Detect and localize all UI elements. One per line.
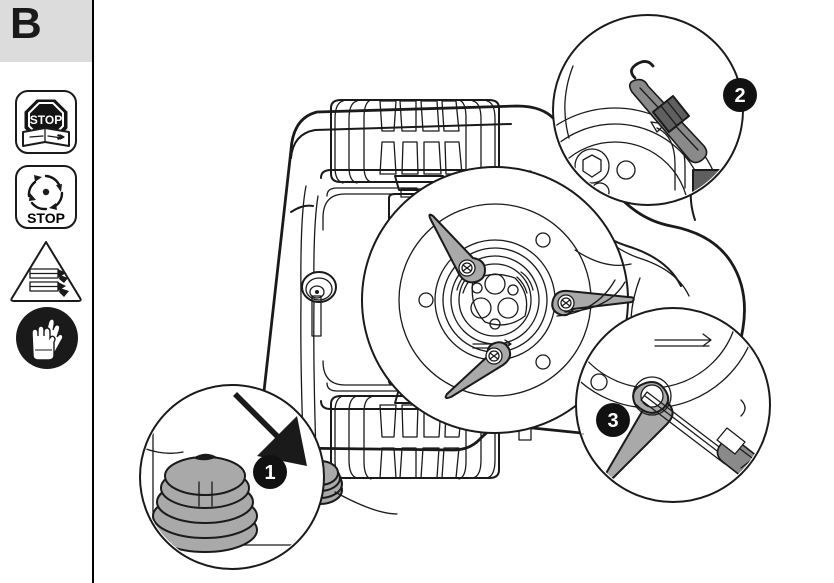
figure-letter: B xyxy=(10,0,42,48)
callout-1-knob xyxy=(152,453,258,553)
stop-rotating-blades-pictogram: STOP xyxy=(12,163,80,233)
mower-illustration: 1 xyxy=(95,0,834,583)
stop-read-manual-pictogram: STOP xyxy=(12,88,80,158)
blade-disc xyxy=(361,166,629,434)
blade xyxy=(444,341,512,399)
manual-book-icon xyxy=(22,127,70,147)
illustration-canvas: 1 xyxy=(139,14,771,570)
stop-caption: STOP xyxy=(27,210,65,226)
sidebar-divider xyxy=(92,0,94,583)
wear-protective-gloves-pictogram xyxy=(12,303,82,373)
sidebar: B STOP xyxy=(0,0,94,583)
blade xyxy=(551,289,635,317)
disc-hole xyxy=(418,292,434,308)
blade-center-dot xyxy=(42,188,50,196)
blade-disc-hub xyxy=(470,273,528,330)
leader-lines xyxy=(334,249,632,515)
callout-1-badge xyxy=(253,455,287,489)
callout-1: 1 xyxy=(139,384,325,570)
gloves-icon xyxy=(31,318,64,361)
stop-text: STOP xyxy=(30,113,62,127)
pictogram-frame xyxy=(15,165,77,229)
callout-1-number: 1 xyxy=(264,462,275,484)
blade-screw xyxy=(557,294,575,312)
sidebar-header-band xyxy=(0,0,93,62)
callout-2: 2 xyxy=(552,14,757,206)
disc-hole xyxy=(535,354,551,370)
callout-3-badge xyxy=(596,403,630,437)
rotating-blades-arrowheads xyxy=(29,175,62,210)
callout-3: 3 xyxy=(575,307,771,503)
callout-2-number: 2 xyxy=(734,85,745,107)
disc-hole xyxy=(535,232,551,248)
cutting-hazard-warning-pictogram xyxy=(8,238,84,304)
lift-sensor-pin xyxy=(301,271,337,337)
callout-3-number: 3 xyxy=(607,410,618,432)
blade xyxy=(428,213,486,284)
blade-screw xyxy=(485,347,503,365)
hand-cut-symbols xyxy=(29,268,69,297)
blade-screw xyxy=(458,259,476,277)
press-down-arrow-icon xyxy=(233,392,307,466)
screwdriver xyxy=(628,60,708,164)
callout-2-badge xyxy=(723,78,757,112)
